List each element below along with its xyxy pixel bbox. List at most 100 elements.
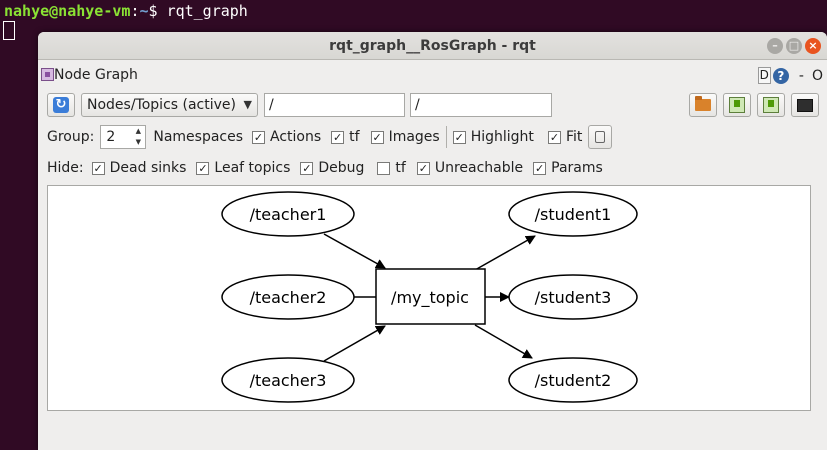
- help-icon[interactable]: ?: [772, 67, 789, 84]
- group-label: Group:: [47, 129, 95, 145]
- refresh-button[interactable]: ↻: [47, 93, 75, 117]
- topic-filter-input[interactable]: [410, 93, 552, 117]
- plugin-header-controls: D ? - O: [757, 67, 823, 84]
- chevron-down-icon[interactable]: ▼: [135, 138, 142, 146]
- hide-dead-sinks-checkbox[interactable]: ✓ Dead sinks: [91, 160, 186, 176]
- node-student1[interactable]: /student1: [508, 191, 638, 237]
- minimize-plugin-button[interactable]: -: [798, 67, 804, 84]
- chevron-down-icon: ▼: [243, 98, 252, 111]
- screenshot-icon: [797, 98, 813, 112]
- window-title: rqt_graph__RosGraph - rqt: [329, 38, 536, 54]
- topic-label: /my_topic: [391, 288, 469, 308]
- group-depth-stepper[interactable]: 2 ▲ ▼: [100, 125, 147, 149]
- checkbox-checked-icon[interactable]: ✓: [91, 161, 105, 175]
- group-option-label: Images: [388, 129, 440, 145]
- terminal-command: rqt_graph: [166, 2, 248, 20]
- load-dot-button[interactable]: [689, 93, 717, 117]
- rqt-window: rqt_graph__RosGraph - rqt – □ × Node Gra…: [38, 32, 827, 450]
- highlight-checkbox[interactable]: ✓ Highlight: [452, 129, 534, 145]
- terminal-prompt: $: [148, 2, 167, 20]
- node-teacher3[interactable]: /teacher3: [221, 357, 355, 403]
- edge-teacher3-topic: [323, 325, 386, 362]
- toolbar-row: ↻ Nodes/Topics (active) ▼: [47, 93, 819, 117]
- plugin-header: Node Graph D ? - O: [38, 66, 827, 86]
- checkbox-checked-icon[interactable]: ✓: [196, 161, 210, 175]
- file-buttons: [689, 93, 819, 117]
- checkbox-checked-icon[interactable]: ✓: [370, 130, 384, 144]
- save-dot-button[interactable]: [723, 93, 751, 117]
- close-button[interactable]: ×: [805, 38, 821, 54]
- hide-option-label: tf: [395, 160, 406, 176]
- node-label: /teacher1: [250, 205, 327, 224]
- node-label: /student3: [535, 288, 612, 307]
- node-label: /teacher2: [250, 288, 327, 307]
- close-plugin-button[interactable]: O: [811, 67, 823, 84]
- terminal-separator: :: [130, 2, 140, 20]
- fit-checkbox[interactable]: ✓ Fit: [547, 129, 583, 145]
- group-option-label: tf: [349, 129, 360, 145]
- terminal-prompt-line: nahye@nahye-vm:~$ rqt_graph: [4, 2, 248, 20]
- window-controls: – □ ×: [767, 38, 821, 54]
- save-image-button[interactable]: [791, 93, 819, 117]
- node-teacher1[interactable]: /teacher1: [221, 191, 355, 237]
- save-svg-button[interactable]: [757, 93, 785, 117]
- checkbox-checked-icon[interactable]: ✓: [252, 130, 266, 144]
- ros-graph-svg: /teacher1 /teacher2 /teacher3 /my_topic …: [221, 191, 638, 403]
- group-option-label: Actions: [270, 129, 322, 145]
- hide-label: Hide:: [47, 160, 84, 176]
- checkbox-checked-icon[interactable]: ✓: [331, 130, 345, 144]
- checkbox-unchecked-icon[interactable]: [377, 161, 391, 175]
- node-label: /student1: [535, 205, 612, 224]
- window-titlebar[interactable]: rqt_graph__RosGraph - rqt – □ ×: [38, 32, 827, 60]
- edge-teacher1-topic: [323, 233, 386, 269]
- group-depth-value: 2: [106, 129, 116, 145]
- docking-button[interactable]: D: [757, 67, 771, 84]
- checkbox-checked-icon[interactable]: ✓: [452, 130, 466, 144]
- highlight-label: Highlight: [470, 129, 534, 145]
- refresh-icon: ↻: [53, 97, 69, 113]
- group-namespaces-label-wrap: Namespaces: [153, 129, 243, 145]
- chevron-up-icon[interactable]: ▲: [135, 127, 142, 135]
- node-student3[interactable]: /student3: [508, 274, 638, 320]
- node-graph-icon: [41, 68, 54, 81]
- view-mode-combo[interactable]: Nodes/Topics (active) ▼: [81, 93, 258, 117]
- hide-debug-checkbox[interactable]: ✓ Debug: [300, 160, 364, 176]
- terminal-user-host: nahye@nahye-vm: [4, 2, 131, 20]
- checkbox-checked-icon[interactable]: ✓: [300, 161, 314, 175]
- checkbox-checked-icon[interactable]: ✓: [533, 161, 547, 175]
- plugin-title: Node Graph: [54, 67, 138, 83]
- node-label: /teacher3: [250, 371, 327, 390]
- edge-topic-student2: [474, 324, 533, 359]
- fit-in-view-button[interactable]: [588, 125, 613, 149]
- minimize-button[interactable]: –: [767, 38, 783, 54]
- hide-unreachable-checkbox[interactable]: ✓ Unreachable: [416, 160, 524, 176]
- checkbox-checked-icon[interactable]: ✓: [416, 161, 430, 175]
- hide-option-label: Unreachable: [434, 160, 524, 176]
- group-option-label: Namespaces: [153, 129, 244, 145]
- topic-my-topic[interactable]: /my_topic: [375, 268, 486, 325]
- node-teacher2[interactable]: /teacher2: [221, 274, 355, 320]
- hide-row: Hide: ✓ Dead sinks ✓ Leaf topics ✓ Debug…: [47, 157, 603, 179]
- node-student2[interactable]: /student2: [508, 357, 638, 403]
- group-images-checkbox[interactable]: ✓ Images: [370, 129, 440, 145]
- group-row: Group: 2 ▲ ▼ Namespaces ✓ Actions ✓ tf ✓…: [47, 125, 613, 149]
- checkbox-checked-icon[interactable]: ✓: [547, 130, 561, 144]
- node-filter-input[interactable]: [264, 93, 405, 117]
- fit-view-icon: [595, 131, 606, 143]
- view-mode-value: Nodes/Topics (active): [87, 97, 236, 113]
- terminal-path: ~: [139, 2, 149, 20]
- toolbar-separator: [445, 126, 447, 148]
- graph-canvas[interactable]: /teacher1 /teacher2 /teacher3 /my_topic …: [47, 185, 811, 411]
- group-tf-checkbox[interactable]: ✓ tf: [331, 129, 360, 145]
- hide-params-checkbox[interactable]: ✓ Params: [533, 160, 603, 176]
- save-icon: [729, 97, 745, 113]
- hide-leaf-topics-checkbox[interactable]: ✓ Leaf topics: [196, 160, 290, 176]
- hide-option-label: Params: [551, 160, 603, 176]
- hide-tf-checkbox[interactable]: tf: [377, 160, 406, 176]
- folder-icon: [695, 96, 711, 111]
- group-actions-checkbox[interactable]: ✓ Actions: [252, 129, 321, 145]
- terminal-cursor: [3, 21, 15, 40]
- fit-label: Fit: [565, 129, 583, 145]
- maximize-button[interactable]: □: [786, 38, 802, 54]
- stepper-arrows: ▲ ▼: [132, 126, 144, 148]
